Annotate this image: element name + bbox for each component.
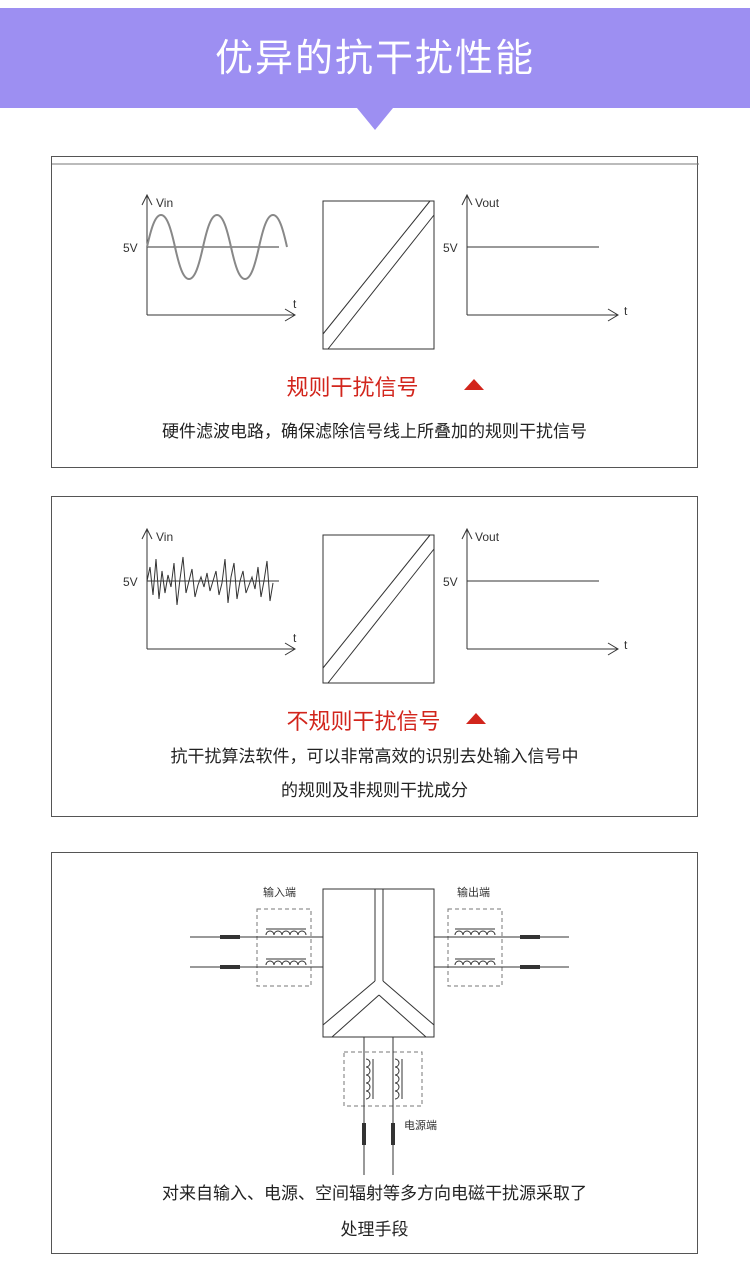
output-axes bbox=[461, 193, 619, 322]
vout-label: Vout bbox=[475, 196, 500, 210]
irregular-interference-title: 不规则干扰信号 bbox=[286, 710, 441, 735]
filter-box bbox=[322, 200, 435, 350]
irregular-description-line2: 的规则及非规则干扰成分 bbox=[281, 781, 468, 801]
power-terminal-label: 电源端 bbox=[404, 1118, 437, 1132]
vout-label: Vout bbox=[475, 530, 500, 544]
power-filter bbox=[343, 1037, 423, 1175]
input-axes bbox=[141, 193, 296, 322]
input-terminal-label: 输入端 bbox=[263, 885, 296, 899]
output-t-label: t bbox=[624, 638, 628, 652]
central-module bbox=[322, 888, 435, 1038]
output-axes bbox=[461, 527, 619, 656]
input-t-label: t bbox=[293, 297, 297, 311]
input-t-label: t bbox=[293, 631, 297, 645]
output-terminal-label: 输出端 bbox=[457, 885, 490, 899]
page-title: 优异的抗干扰性能 bbox=[214, 36, 535, 80]
input-filter bbox=[190, 908, 323, 987]
output-t-label: t bbox=[624, 304, 628, 318]
banner-arrow-icon bbox=[357, 108, 393, 130]
input-sine-wave bbox=[146, 213, 288, 281]
panel-emi-protection: 输入端 输出端 电源端 对来自输入、电源、空间辐射等多方向电磁 bbox=[51, 852, 698, 1254]
output-filter bbox=[434, 908, 569, 987]
input-level-label: 5V bbox=[123, 575, 138, 589]
triangle-up-icon bbox=[466, 713, 486, 724]
panel-regular-interference: Vin 5V t Vout 5V t 规则干扰信号 硬件滤波电路，确保滤除信号线… bbox=[51, 156, 699, 468]
vin-label: Vin bbox=[156, 196, 173, 210]
input-noise-wave bbox=[146, 556, 274, 606]
regular-interference-description: 硬件滤波电路，确保滤除信号线上所叠加的规则干扰信号 bbox=[162, 422, 587, 442]
header-banner bbox=[0, 8, 750, 108]
input-level-label: 5V bbox=[123, 241, 138, 255]
regular-interference-diagram: Vin 5V t Vout 5V t bbox=[52, 163, 699, 390]
irregular-interference-diagram: Vin 5V t Vout 5V t bbox=[123, 527, 628, 724]
filter-box bbox=[322, 534, 435, 684]
emi-protection-diagram: 输入端 输出端 电源端 bbox=[190, 885, 569, 1175]
vin-label: Vin bbox=[156, 530, 173, 544]
emi-description-line1: 对来自输入、电源、空间辐射等多方向电磁干扰源采取了 bbox=[162, 1184, 587, 1204]
emi-description-line2: 处理手段 bbox=[340, 1220, 409, 1240]
output-level-label: 5V bbox=[443, 241, 458, 255]
panel-irregular-interference: Vin 5V t Vout 5V t 不规则干扰信号 抗干扰算法软件，可以非常高… bbox=[51, 496, 698, 817]
output-level-label: 5V bbox=[443, 575, 458, 589]
regular-interference-title: 规则干扰信号 bbox=[286, 376, 419, 401]
triangle-up-icon bbox=[464, 379, 484, 390]
irregular-description-line1: 抗干扰算法软件，可以非常高效的识别去处输入信号中 bbox=[170, 747, 579, 767]
